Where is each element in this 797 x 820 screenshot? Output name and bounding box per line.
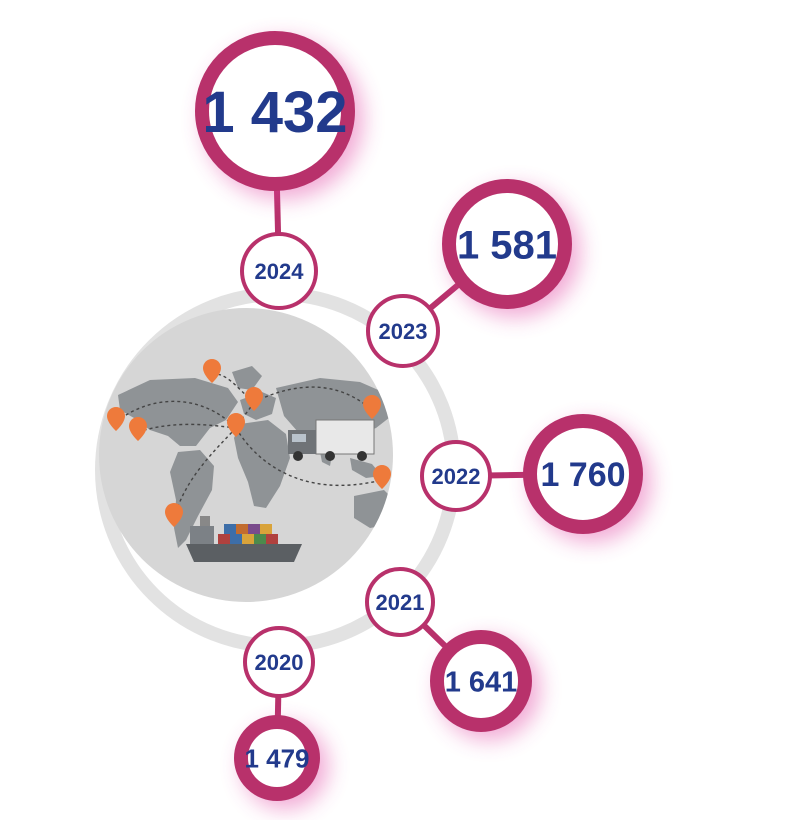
value-label: 1 479 <box>244 743 309 773</box>
value-circle <box>195 31 355 191</box>
value-node: 1 479 <box>234 715 328 809</box>
year-node: 2023 <box>366 294 440 368</box>
value-label: 1 760 <box>540 456 625 494</box>
value-label: 1 432 <box>202 80 347 145</box>
truck-icon <box>288 419 375 461</box>
value-node: 1 581 <box>442 179 580 317</box>
year-node: 2021 <box>365 567 435 637</box>
value-label: 1 641 <box>445 666 518 698</box>
year-node: 2020 <box>243 626 315 698</box>
location-pin-icon <box>107 407 125 431</box>
year-label: 2020 <box>255 650 304 675</box>
location-pins <box>107 359 391 527</box>
location-pin-icon <box>245 387 263 411</box>
cargo-ship-icon <box>186 516 302 562</box>
value-circle <box>523 414 643 534</box>
location-pin-icon <box>165 503 183 527</box>
year-node: 2022 <box>420 440 492 512</box>
year-circle <box>365 567 435 637</box>
timeline-nodes: 2024 1 432 2023 1 581 2022 1 760 2021 1 641 2020… <box>195 31 651 809</box>
value-circle <box>442 179 572 309</box>
value-circle <box>430 630 532 732</box>
year-circle <box>420 440 492 512</box>
year-label: 2023 <box>379 319 428 344</box>
year-circle <box>240 232 318 310</box>
year-label: 2021 <box>376 590 425 615</box>
value-node: 1 641 <box>430 630 540 740</box>
value-label: 1 581 <box>457 223 557 267</box>
location-pin-icon <box>363 395 381 419</box>
year-node: 2024 <box>240 232 318 310</box>
year-circle <box>243 626 315 698</box>
location-pin-icon <box>203 359 221 383</box>
value-circle <box>234 715 320 801</box>
location-pin-icon <box>227 413 245 437</box>
year-circle <box>366 294 440 368</box>
value-node: 1 760 <box>523 414 651 542</box>
year-label: 2024 <box>255 259 305 284</box>
year-label: 2022 <box>432 464 481 489</box>
value-node: 1 432 <box>195 31 363 199</box>
location-pin-icon <box>373 465 391 489</box>
location-pin-icon <box>129 417 147 441</box>
